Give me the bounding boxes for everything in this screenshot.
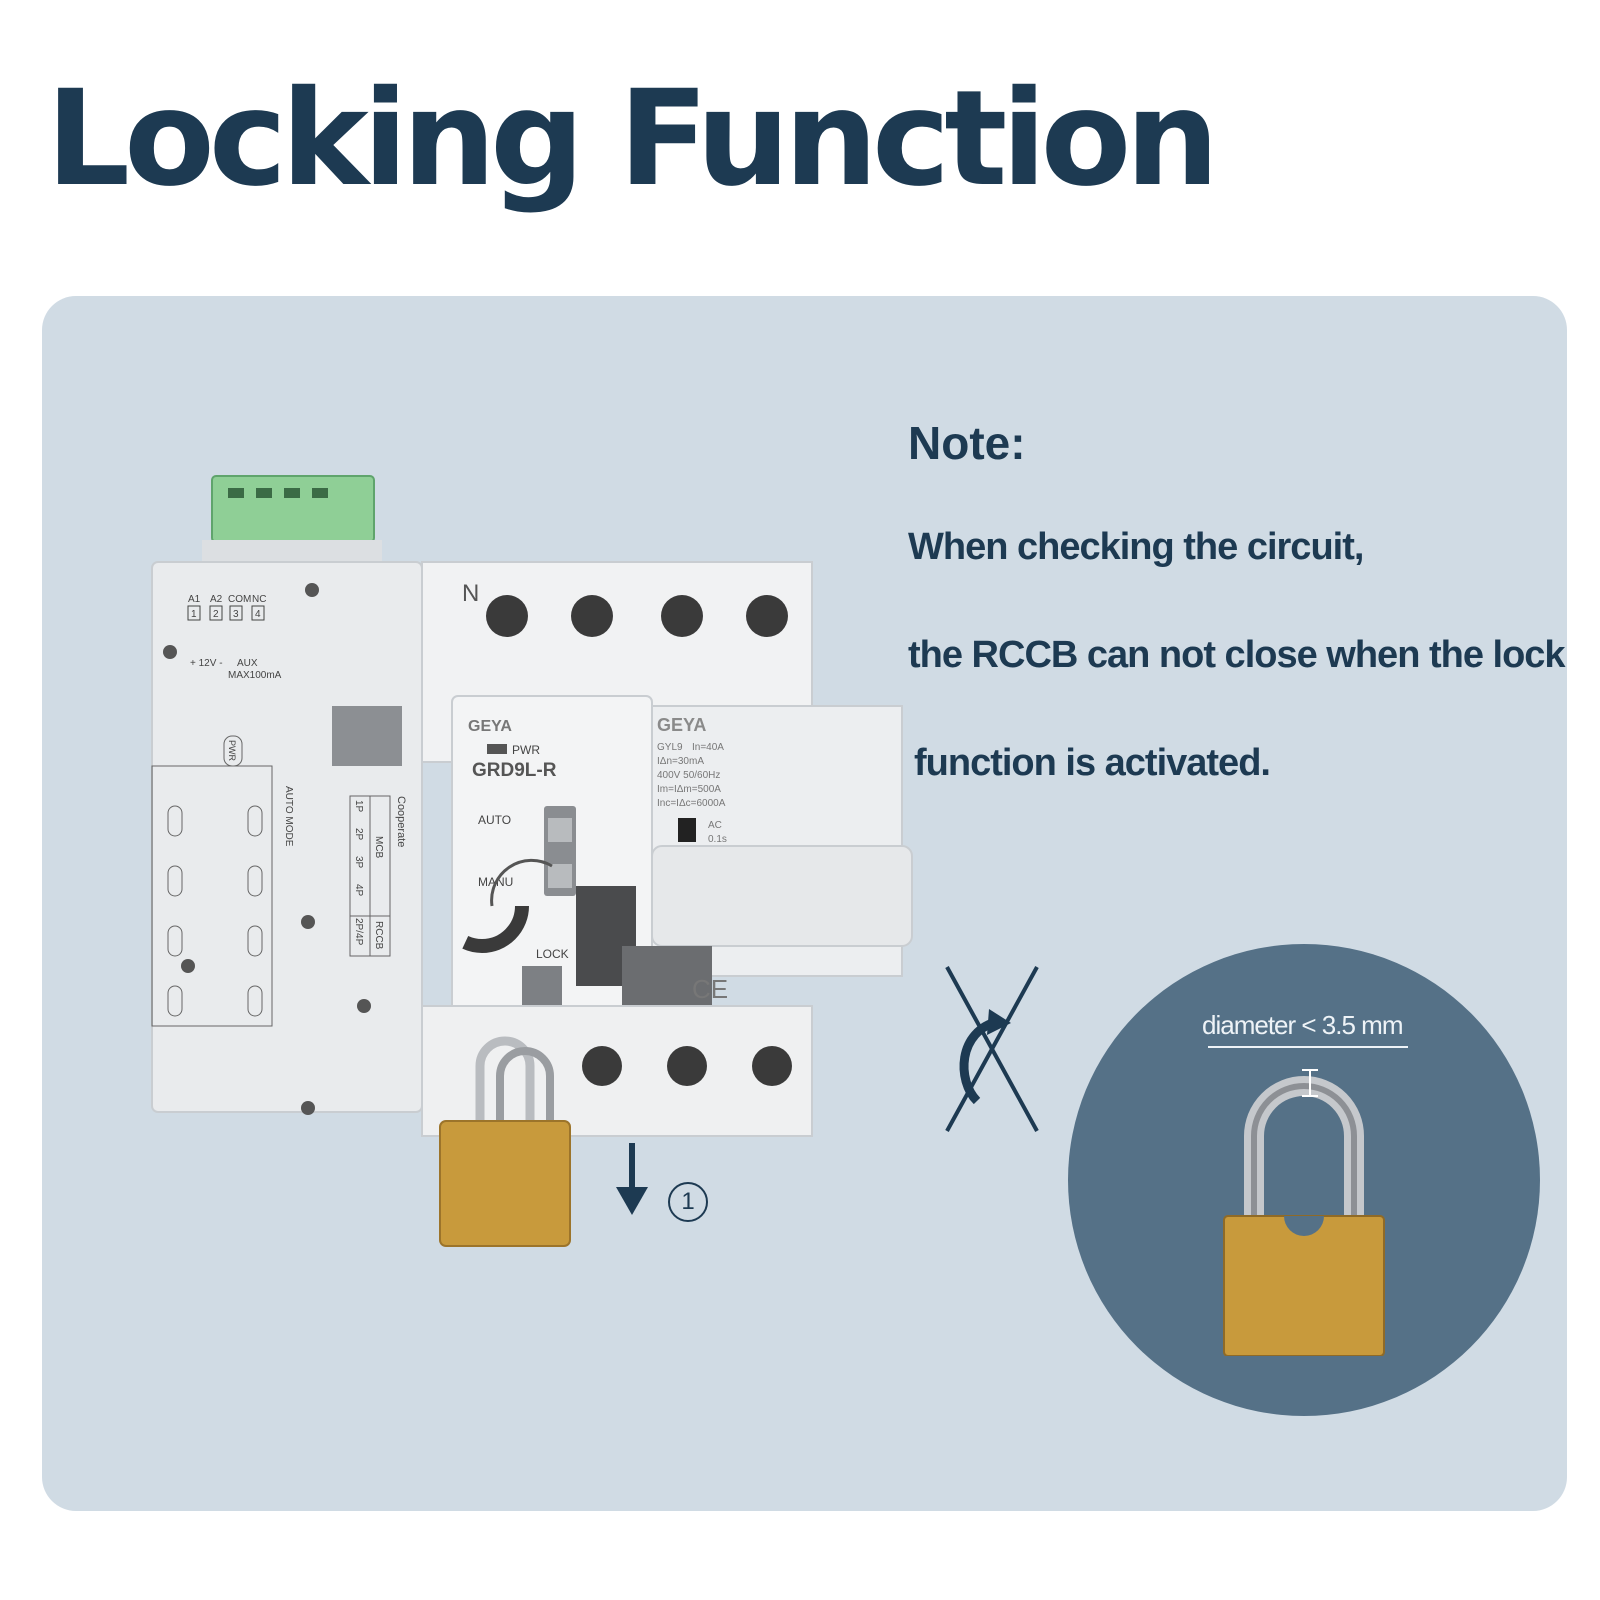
terminal-number: 3 (233, 609, 239, 620)
note-heading: Note: (908, 417, 1026, 469)
pole-label: 2P (353, 828, 364, 841)
mcb-label: MCB (373, 836, 384, 859)
padlock-body (439, 1120, 571, 1247)
padlock-shackle (475, 1036, 535, 1126)
page-title: Locking Function (46, 62, 1219, 216)
rccb-device-illustration: N A1 A2 COM NC 1 2 3 4 + 12V - AUX MAX10… (132, 466, 952, 1306)
rating-in-label: In=40A (692, 742, 724, 753)
diameter-underline (1208, 1046, 1408, 1048)
rating-inc-label: Inc=IΔc=6000A (657, 798, 726, 809)
pole-label: 1P (353, 800, 364, 813)
supply-label: + 12V - (190, 658, 223, 669)
rating-idn-label: IΔn=30mA (657, 756, 704, 767)
rccb-model-label: GYL9 (657, 742, 683, 753)
rating-time-label: 0.1s (708, 834, 727, 845)
step-number-badge: 1 (668, 1182, 708, 1222)
rating-ac-label: AC (708, 820, 722, 831)
aux-label: AUX (237, 658, 258, 669)
brand-logo-rccb: GEYA (657, 715, 706, 735)
pwr-flow-label: PWR (227, 740, 237, 761)
terminal-number: 2 (213, 609, 219, 620)
terminal-label: NC (252, 594, 266, 605)
cooperate-label: Cooperate (395, 796, 407, 847)
padlock-detail-circle: diameter < 3.5 mm (1068, 944, 1540, 1416)
note-line: function is activated. (914, 742, 1271, 784)
pole-label: 2P/4P (353, 918, 364, 946)
green-terminal-block (211, 475, 375, 543)
terminal-label: A1 (188, 594, 201, 605)
content-panel: N A1 A2 COM NC 1 2 3 4 + 12V - AUX MAX10… (42, 296, 1567, 1511)
rccb-label: RCCB (373, 921, 384, 950)
rating-voltage-label: 400V 50/60Hz (657, 770, 720, 781)
no-close-rotation-icon (945, 966, 1039, 1132)
brand-logo: GEYA (468, 718, 512, 735)
terminal-label: COM (228, 594, 251, 605)
auto-label: AUTO (478, 813, 511, 827)
neutral-label: N (462, 580, 479, 607)
rccb-handle (622, 946, 712, 1006)
lock-label: LOCK (536, 947, 569, 961)
note-line: When checking the circuit, (908, 526, 1364, 568)
model-label: GRD9L-R (472, 760, 557, 781)
arrow-down-icon (616, 1143, 648, 1215)
padlock-icon (1223, 1069, 1385, 1356)
diameter-label: diameter < 3.5 mm (1202, 1010, 1403, 1040)
terminal-label: A2 (210, 594, 223, 605)
pole-label: 4P (353, 884, 364, 897)
note-line: the RCCB can not close when the lock (908, 634, 1566, 676)
ce-mark: CE (692, 974, 728, 1004)
pole-label: 3P (353, 856, 364, 869)
pwr-label: PWR (512, 743, 540, 757)
terminal-number: 4 (255, 609, 261, 620)
aux-rating-label: MAX100mA (228, 670, 282, 681)
terminal-number: 1 (191, 609, 197, 620)
auto-mode-label: AUTO MODE (283, 786, 294, 847)
rating-im-label: Im=IΔm=500A (657, 784, 721, 795)
